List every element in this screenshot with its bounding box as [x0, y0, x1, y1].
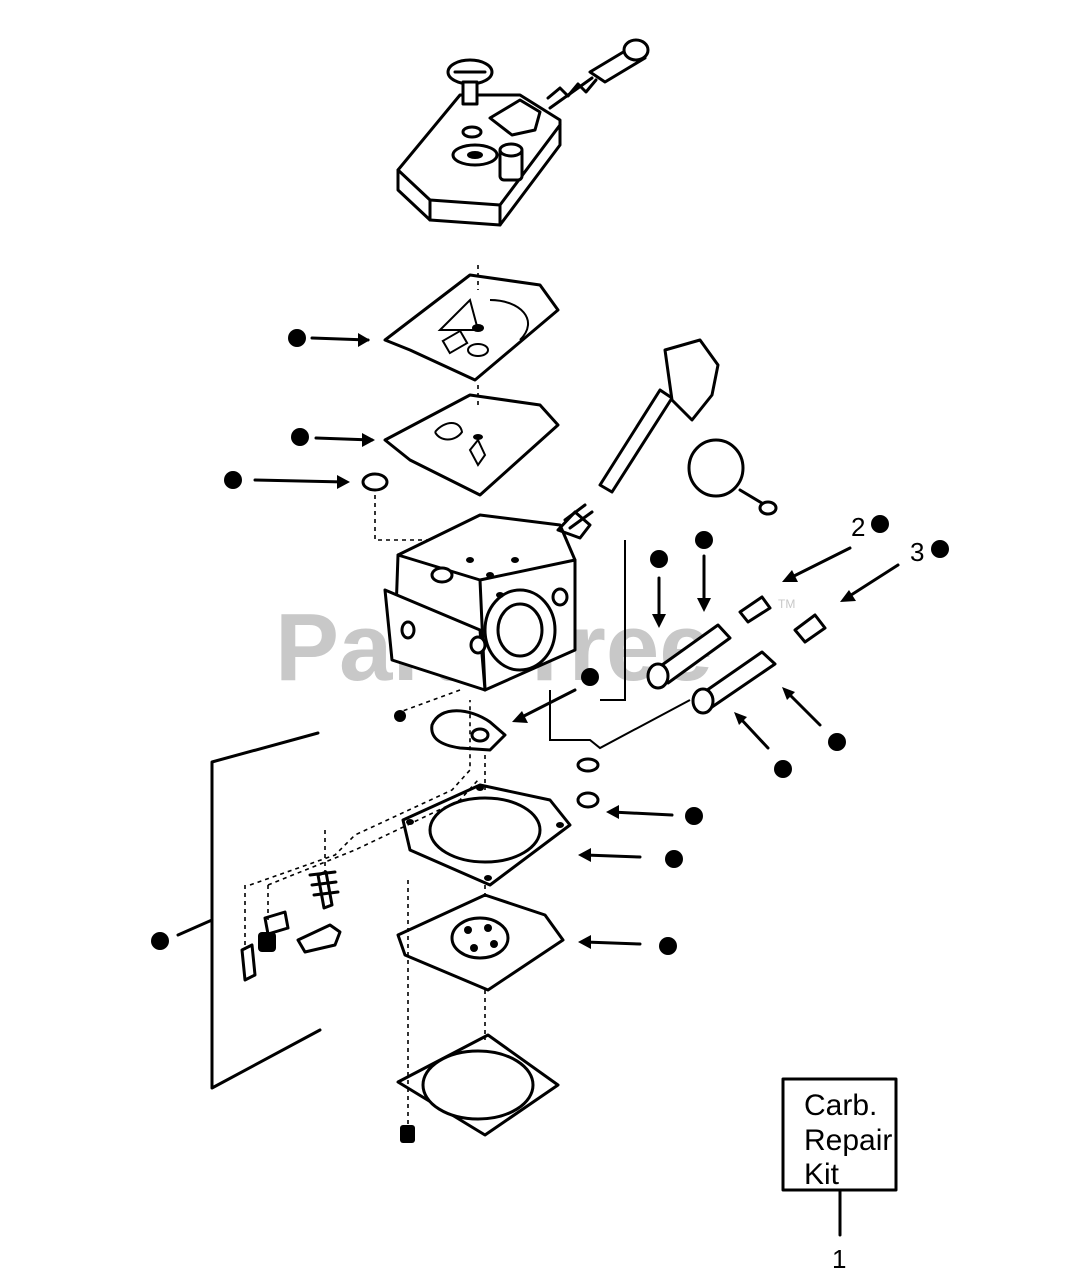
diaphragm-gasket [401, 755, 572, 887]
cover-screw [446, 58, 494, 139]
gasket-upper [383, 265, 560, 382]
marker-dot [581, 668, 599, 686]
throttle-shaft [556, 338, 778, 540]
lever-pin [394, 710, 406, 722]
marker-dot [931, 540, 949, 558]
lever-dash [399, 689, 461, 713]
marker-dot [288, 329, 306, 347]
fuel-pump-diaphragm [396, 885, 565, 992]
marker-dot [871, 515, 889, 533]
pump-cover [396, 990, 560, 1137]
kit-label-line3: Kit [804, 1158, 840, 1191]
marker-dot [650, 550, 668, 568]
marker-dot [665, 850, 683, 868]
watermark-trademark: TM [778, 597, 795, 611]
callout-2: 2 [851, 512, 865, 542]
carb-repair-kit-box: Carb. Repair Kit 1 [781, 1077, 898, 1274]
adjusting-needle [546, 38, 650, 110]
carburetor-cover [396, 93, 562, 227]
leader-box-2 [549, 690, 691, 750]
kit-label-line1: Carb. [804, 1089, 877, 1122]
bottom-screw [400, 1125, 415, 1143]
marker-dot [828, 733, 846, 751]
kit-label-line2: Repair [804, 1124, 892, 1157]
left-bracket [210, 731, 322, 1090]
plug [361, 472, 389, 492]
callout-3: 3 [910, 537, 924, 567]
callout-markers [151, 329, 949, 955]
marker-dot [695, 531, 713, 549]
leader-box-1 [600, 540, 626, 701]
seal-ring [576, 757, 600, 773]
marker-dot [774, 760, 792, 778]
callout-1: 1 [832, 1244, 846, 1274]
marker-dot [224, 471, 242, 489]
left-bracket-leader [176, 918, 214, 937]
inlet-lever [430, 709, 507, 752]
seal-plug [576, 791, 600, 809]
marker-dot [291, 428, 309, 446]
mixture-needles [646, 595, 827, 715]
marker-dot [685, 807, 703, 825]
marker-dot [659, 937, 677, 955]
gasket-middle [383, 385, 560, 497]
plug-guide-line [374, 495, 440, 541]
carburetor-body [383, 513, 577, 692]
marker-dot [151, 932, 169, 950]
linkage-parts [240, 700, 479, 982]
